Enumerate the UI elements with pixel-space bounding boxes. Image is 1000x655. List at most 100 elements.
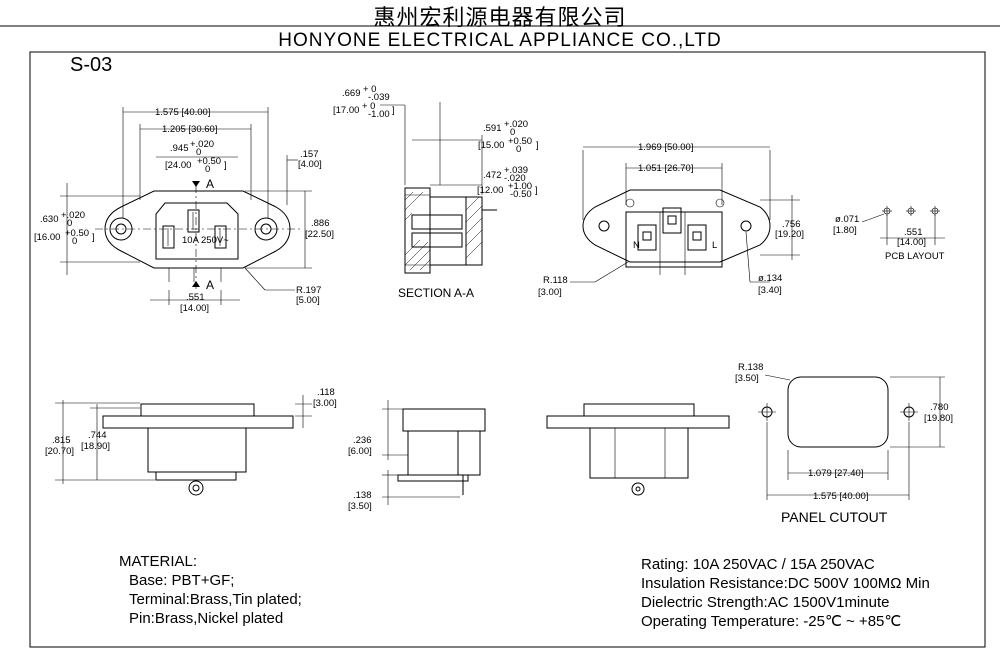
dim-pin-extension: .138 bbox=[353, 490, 372, 501]
pcb-layout-label: PCB LAYOUT bbox=[885, 251, 945, 262]
dim-pin-length-tol-low: -.020 bbox=[504, 173, 526, 184]
material-title: MATERIAL: bbox=[119, 553, 198, 570]
dim-inlet-width-tol-low: 0 bbox=[196, 147, 201, 158]
dim-inlet-height-mm-tol-up: +0.50 bbox=[65, 228, 89, 239]
dim-pcb-hole-mm: [1.80] bbox=[833, 225, 857, 236]
dim-body-depth-mm-bracket: ] bbox=[536, 140, 539, 151]
dim-flange-thickness: .118 bbox=[317, 387, 335, 398]
dim-cutout-radius: R.138 bbox=[738, 362, 763, 373]
pin-letter-n: N bbox=[633, 240, 640, 251]
dim-section-depth-mm-tol-up: + 0 bbox=[362, 101, 375, 112]
dim-pin-length: .472 bbox=[483, 170, 502, 181]
dim-pin-length-tol-up: +.039 bbox=[504, 165, 528, 176]
dim-section-depth-tol-up: + 0 bbox=[363, 84, 376, 95]
rear-view bbox=[570, 146, 800, 283]
dim-inlet-height-mm: [16.00 bbox=[34, 232, 60, 243]
dim-mount-hole-mm: [3.40] bbox=[758, 285, 782, 296]
dim-pin-length-mm-tol-up: +1.00 bbox=[508, 181, 532, 192]
dim-rear-height-mm: [19.20] bbox=[775, 229, 804, 240]
dim-pin-length-mm-bracket: ] bbox=[535, 185, 538, 196]
dim-inlet-width-mm-bracket: ] bbox=[224, 160, 227, 171]
dim-side-depth: .236 bbox=[353, 435, 372, 446]
model-number: S-03 bbox=[70, 54, 113, 76]
dim-inlet-height-mm-bracket: ] bbox=[92, 232, 95, 243]
dim-inlet-height-tol-up: +.020 bbox=[61, 210, 85, 221]
material-line: Pin:Brass,Nickel plated bbox=[129, 610, 284, 627]
dim-inlet-width-tol-up: +.020 bbox=[190, 139, 214, 150]
spec-insulation: Insulation Resistance:DC 500V 100MΩ Min bbox=[641, 575, 930, 592]
side-view-middle bbox=[382, 400, 486, 505]
dim-inlet-width: .945 bbox=[170, 143, 189, 154]
spec-temperature: Operating Temperature: -25℃ ~ +85℃ bbox=[641, 613, 902, 630]
spec-rating: Rating: 10A 250VAC / 15A 250VAC bbox=[641, 556, 875, 573]
dim-inlet-height: .630 bbox=[40, 214, 59, 225]
dim-inlet-height-mm-tol-low: 0 bbox=[72, 236, 77, 247]
dim-section-depth-tol-low: -.039 bbox=[368, 92, 390, 103]
dim-section-depth-mm-tol-low: -1.00 bbox=[368, 109, 390, 120]
pin-letter-l: L bbox=[712, 240, 717, 251]
dim-flange-thickness-mm: [3.00] bbox=[313, 398, 337, 409]
material-line: Terminal:Brass,Tin plated; bbox=[129, 591, 302, 608]
dim-body-depth-tol-up: +.020 bbox=[504, 119, 528, 130]
material-line: Base: PBT+GF; bbox=[129, 572, 235, 589]
dim-total-height: .815 bbox=[52, 435, 71, 446]
dim-hole-spacing: 1.205 [30.60] bbox=[162, 124, 217, 135]
side-view-left bbox=[55, 395, 312, 496]
company-name-cn: 惠州宏利源电器有限公司 bbox=[373, 6, 627, 31]
front-view bbox=[60, 107, 312, 305]
dim-pcb-spacing-mm: [14.00] bbox=[897, 237, 926, 248]
panel-cutout bbox=[758, 374, 945, 500]
material-block: MATERIAL: Base: PBT+GF; Terminal:Brass,T… bbox=[119, 552, 302, 628]
dim-section-depth-mm-bracket: ] bbox=[392, 105, 395, 116]
dim-inlet-width-mm: [24.00 bbox=[165, 160, 191, 171]
dim-cutout-width: 1.079 [27.40] bbox=[808, 468, 863, 479]
dim-cutout-hole-spacing: 1.575 [40.00] bbox=[813, 491, 868, 502]
dim-flange-height-mm: [22.50] bbox=[305, 229, 334, 240]
dim-pcb-hole: ø.071 bbox=[835, 214, 859, 225]
dim-side-depth-mm: [6.00] bbox=[348, 446, 372, 457]
dim-rear-height: .756 bbox=[782, 219, 801, 230]
dim-mount-hole: ø.134 bbox=[758, 273, 782, 284]
dim-pcb-spacing: .551 bbox=[904, 227, 923, 238]
dim-cutout-radius-mm: [3.50] bbox=[735, 373, 759, 384]
dim-body-height-mm: [18.90] bbox=[81, 441, 110, 452]
dim-body-height: .744 bbox=[88, 430, 107, 441]
dim-total-height-mm: [20.70] bbox=[45, 446, 74, 457]
panel-cutout-label: PANEL CUTOUT bbox=[781, 509, 888, 525]
dim-rear-width: 1.969 [50.00] bbox=[638, 142, 693, 153]
dim-flange-height: .886 bbox=[311, 218, 330, 229]
dim-pin-length-mm-tol-low: -0.50 bbox=[510, 189, 532, 200]
company-name-en: HONYONE ELECTRICAL APPLIANCE CO.,LTD bbox=[278, 30, 722, 51]
dim-pin-length-mm: [12.00 bbox=[477, 185, 503, 196]
dim-body-depth: .591 bbox=[483, 123, 502, 134]
dim-section-depth-mm: [17.00 bbox=[333, 105, 359, 116]
section-marker-bottom: A bbox=[206, 278, 214, 292]
dim-pin-spacing-mm: [14.00] bbox=[180, 303, 209, 314]
dim-flange-radius: R.197 bbox=[296, 285, 321, 296]
dim-body-depth-mm-tol-up: +0.50 bbox=[508, 136, 532, 147]
dim-inlet-width-mm-tol-low: 0 bbox=[205, 164, 210, 175]
section-marker-top: A bbox=[206, 177, 214, 191]
drawing-border bbox=[29, 51, 986, 648]
dim-body-depth-mm-tol-low: 0 bbox=[516, 144, 521, 155]
dim-section-depth: .669 bbox=[342, 88, 361, 99]
section-view bbox=[380, 102, 497, 274]
rating-marking: 10A 250V~ bbox=[182, 235, 229, 246]
dim-flange-depth: .157 bbox=[300, 149, 319, 160]
dim-pin-extension-mm: [3.50] bbox=[348, 501, 372, 512]
dim-inlet-width-mm-tol-up: +0.50 bbox=[197, 156, 221, 167]
dim-rear-body-width: 1.051 [26.70] bbox=[638, 163, 693, 174]
specs-block: Rating: 10A 250VAC / 15A 250VAC Insulati… bbox=[641, 555, 930, 631]
dim-inlet-height-tol-low: 0 bbox=[67, 218, 72, 229]
dim-overall-width: 1.575 [40.00] bbox=[155, 107, 210, 118]
dim-rear-radius: R.118 bbox=[543, 275, 568, 286]
pcb-layout bbox=[861, 206, 945, 245]
spec-dielectric: Dielectric Strength:AC 1500V1minute bbox=[641, 594, 890, 611]
dim-pin-spacing: .551 bbox=[186, 292, 205, 303]
dim-body-depth-tol-low: 0 bbox=[510, 127, 515, 138]
dim-body-depth-mm: [15.00 bbox=[478, 140, 504, 151]
side-view-right bbox=[546, 403, 730, 496]
dim-rear-radius-mm: [3.00] bbox=[538, 287, 562, 298]
dim-flange-depth-mm: [4.00] bbox=[298, 159, 322, 170]
